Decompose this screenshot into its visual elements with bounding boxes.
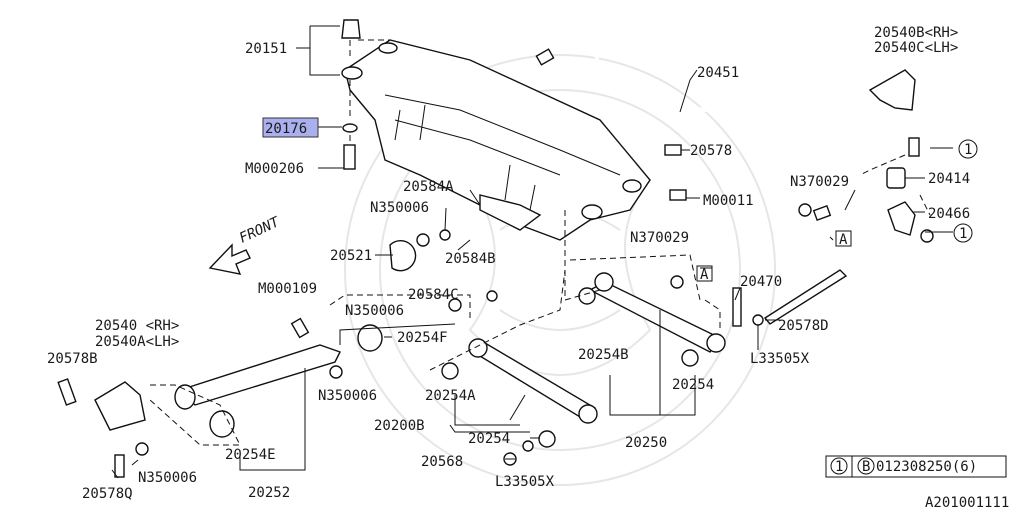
label-n350006-mid: N350006	[345, 303, 404, 319]
label-20584c: 20584C	[408, 287, 459, 303]
label-20540a: 20540A<LH>	[95, 334, 179, 350]
label-l33505x-right: L33505X	[750, 351, 810, 367]
label-n350006-top: N350006	[370, 200, 429, 216]
hardware-items	[341, 19, 848, 466]
leader-lines	[111, 25, 953, 479]
label-m00011: M00011	[703, 193, 754, 209]
label-20254-bottom: 20254	[468, 431, 510, 447]
label-20568: 20568	[421, 454, 463, 470]
highlight-20176	[262, 117, 319, 138]
label-20250: 20250	[625, 435, 667, 451]
lateral-links	[441, 272, 726, 448]
label-20151: 20151	[245, 41, 287, 57]
label-20252: 20252	[248, 485, 290, 501]
label-20584b: 20584B	[445, 251, 496, 267]
label-n370029-right: N370029	[790, 174, 849, 190]
label-20470: 20470	[740, 274, 782, 290]
ref-a2-box	[696, 265, 713, 282]
front-label: FRONT	[237, 214, 283, 247]
circle-1b-marker	[953, 223, 973, 243]
trailing-link	[57, 317, 383, 478]
label-20578d: 20578D	[778, 318, 829, 334]
circle-1b-label: 1	[959, 226, 967, 242]
label-20254: 20254	[672, 377, 714, 393]
legend-box: 1 B 012308250(6)	[825, 455, 1007, 478]
label-n350006-bottom: N350006	[138, 470, 197, 486]
label-20540b: 20540B<RH>	[874, 25, 958, 41]
circle-1-label: 1	[964, 142, 972, 158]
label-20254e: 20254E	[225, 447, 276, 463]
label-20254a: 20254A	[425, 388, 476, 404]
label-20451: 20451	[697, 65, 739, 81]
legend-index: 1	[835, 459, 843, 475]
watermark-emblem	[344, 54, 776, 486]
label-n370029-mid: N370029	[630, 230, 689, 246]
stabilizer-bracket	[798, 69, 934, 243]
label-20540c: 20540C<LH>	[874, 40, 958, 56]
label-20578: 20578	[690, 143, 732, 159]
label-m000206: M000206	[245, 161, 304, 177]
label-n350006-left: N350006	[318, 388, 377, 404]
legend-part-no: 012308250(6)	[876, 459, 977, 475]
ref-a-label: A	[839, 232, 848, 248]
circle-1-marker	[958, 139, 978, 159]
label-l33505x-bottom: L33505X	[495, 474, 555, 490]
label-20578b: 20578B	[47, 351, 98, 367]
label-20578q: 20578Q	[82, 486, 133, 502]
label-20540: 20540 <RH>	[95, 318, 179, 334]
label-20414: 20414	[928, 171, 970, 187]
front-arrow: FRONT	[208, 214, 283, 275]
crossmember-subframe	[341, 39, 651, 241]
stabilizer-bar	[535, 17, 867, 221]
label-20584a: 20584A	[403, 179, 454, 195]
label-20200b: 20200B	[374, 418, 425, 434]
label-20521: 20521	[330, 248, 372, 264]
label-20466: 20466	[928, 206, 970, 222]
ref-a2-label: A	[700, 267, 709, 283]
diagram-id: A201001111	[925, 495, 1009, 511]
label-20176: 20176	[265, 121, 307, 137]
label-20254f: 20254F	[397, 330, 448, 346]
label-20254b: 20254B	[578, 347, 629, 363]
part-labels: 20151 20176 M000206 20584A N350006 20521…	[47, 25, 970, 502]
ref-a-box	[835, 230, 852, 247]
legend-bolt-code: B	[862, 459, 870, 475]
label-m000109: M000109	[258, 281, 317, 297]
